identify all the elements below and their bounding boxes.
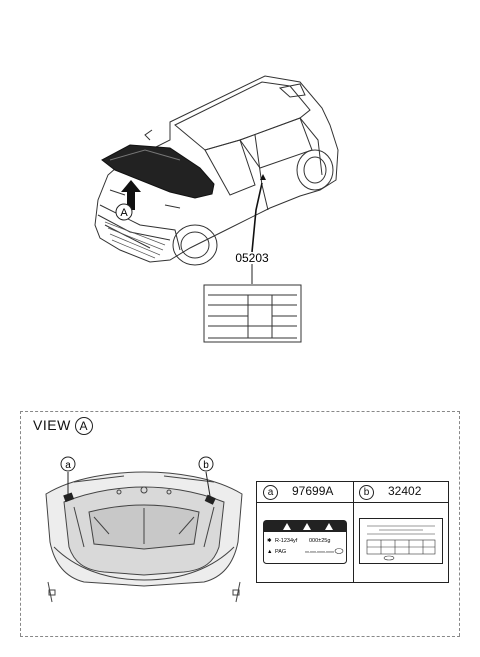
callout-a-marker-text: a [65,460,71,471]
arrow-icon [121,180,141,210]
emission-label [359,518,443,564]
hood-shape [101,144,215,199]
label-marker-b [204,494,216,505]
callout-a-text: A [120,207,128,219]
hood-underside-illustration: a b [45,456,243,603]
col-b-part: 32402 [388,484,422,498]
col-a-tag: a [263,485,278,500]
svg-text:▲: ▲ [267,549,272,555]
refrigerant-type: R-1234yf [275,538,298,544]
parts-table-col-b: b 32402 [359,484,421,500]
col-b-tag: b [359,485,374,500]
part-number-main: 05203 [235,251,269,265]
vehicle-illustration: A 05203 [94,75,339,343]
callout-a-circle [115,203,133,221]
label-code: XX-XXX-XXXX-XXXX [305,550,334,554]
oil-type: PAG [275,549,286,555]
view-title-text: VIEW [33,417,71,433]
parts-table: a 97699A b 32402 ✱ R-1234yf 000±25g ▲ PAG … [256,481,449,583]
refrigerant-label: ✱ R-1234yf 000±25g ▲ PAG XX-XXX-XXXX-XXX… [263,520,347,564]
parts-table-header [257,482,448,503]
callout-b-marker-text: b [203,460,209,471]
parts-table-divider [353,482,354,582]
label-card [203,284,302,343]
view-ref-circle: A [74,417,93,436]
callout-b-marker [198,456,214,472]
callout-a-marker [60,456,76,472]
view-frame-bottom [20,636,460,638]
refrigerant-amount: 000±25g [309,538,330,544]
view-frame-right [459,411,461,636]
col-a-part: 97699A [292,484,334,498]
svg-text:✱: ✱ [267,537,272,544]
view-frame [20,411,460,636]
label-marker-a [63,492,75,503]
parts-table-col-a: a 97699A [263,484,333,500]
